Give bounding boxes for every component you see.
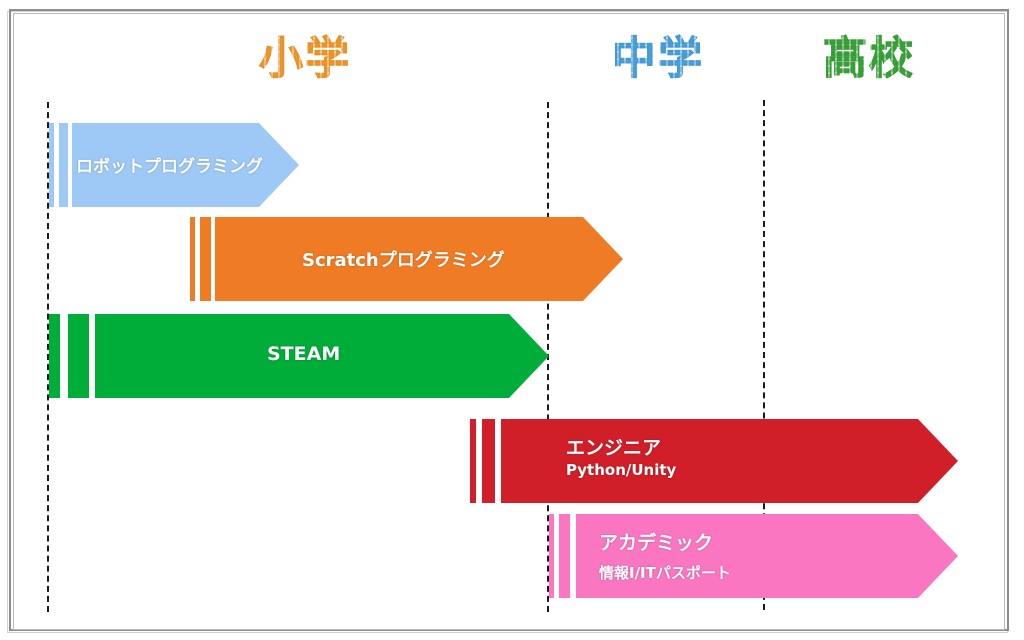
stage-high-label: 高校 [823, 22, 915, 86]
scratch-arrow-shape [190, 217, 623, 301]
stage-divider-start [47, 102, 49, 612]
course-bar-scratch: Scratchプログラミング [190, 217, 623, 301]
course-subtitle-academic: 情報Ⅰ/ITパスポート [599, 564, 731, 582]
course-subtitle-engineer: Python/Unity [566, 461, 677, 479]
robot-arrow-shape [49, 123, 299, 207]
course-bar-steam: STEAM [49, 314, 549, 398]
frame-border [9, 9, 1009, 631]
engineer-arrow-shape [470, 419, 958, 503]
course-bar-academic: アカデミック 情報Ⅰ/ITパスポート [549, 514, 958, 598]
course-bar-robot: ロボットプログラミング [49, 123, 299, 207]
course-title-robot: ロボットプログラミング [76, 157, 263, 177]
course-title-scratch: Scratchプログラミング [302, 250, 505, 271]
steam-arrow-shape [49, 314, 549, 398]
course-title-steam: STEAM [267, 343, 341, 365]
course-bar-engineer: エンジニア Python/Unity [470, 419, 958, 503]
stage-middle-label: 中学 [612, 22, 704, 86]
course-title-academic: アカデミック [599, 532, 714, 554]
stage-elementary-label: 小学 [259, 22, 351, 86]
course-title-engineer: エンジニア [566, 437, 662, 459]
stage-divider-high [763, 100, 765, 610]
academic-arrow-shape [549, 514, 958, 598]
frame-inner [13, 13, 1005, 630]
